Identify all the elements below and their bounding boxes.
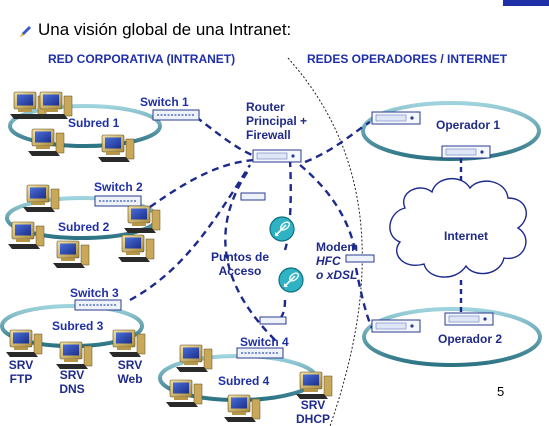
top-bar <box>0 0 549 12</box>
modem-label: Modem HFC o xDSL <box>316 240 358 282</box>
page-number: 5 <box>497 384 505 399</box>
switch4-label: Switch 4 <box>240 335 289 349</box>
operador1-label: Operador 1 <box>435 118 501 132</box>
pencil-bullet-icon <box>20 26 31 37</box>
operador2-label: Operador 2 <box>437 332 503 346</box>
subred3-label: Subred 3 <box>52 319 104 333</box>
access-points-label: Puntos de Acceso <box>210 250 269 278</box>
subred4-label: Subred 4 <box>218 374 270 388</box>
switch2-label: Switch 2 <box>94 180 143 194</box>
switch3-label: Switch 3 <box>70 286 119 300</box>
operators-heading: REDES OPERADORES / INTERNET <box>307 52 508 66</box>
subred2-label: Subred 2 <box>58 220 110 234</box>
subred1-label: Subred 1 <box>68 116 120 130</box>
router-label: Router Principal + Firewall <box>246 100 308 142</box>
internet-label: Internet <box>443 229 488 243</box>
intranet-heading: RED CORPORATIVA (INTRANET) <box>48 52 236 66</box>
slide-title: Una visión global de una Intranet: <box>38 20 292 39</box>
switch1-label: Switch 1 <box>140 95 189 109</box>
